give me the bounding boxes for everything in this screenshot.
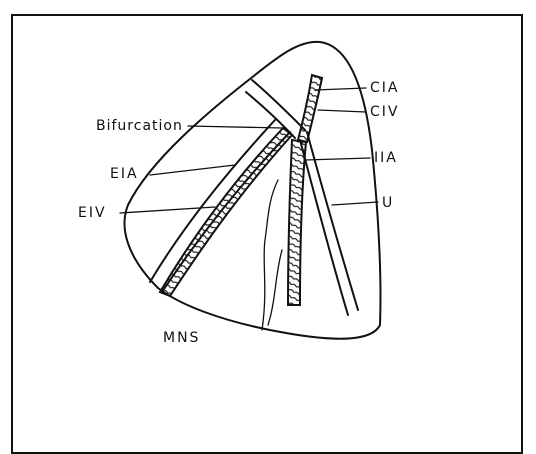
branch-1 <box>262 180 278 330</box>
label-eia: EIA <box>110 166 139 182</box>
label-cia: CIA <box>370 80 399 96</box>
civ-vein <box>298 75 322 142</box>
leader-eia <box>150 165 235 175</box>
pelvic-sidewall-diagram: CIA CIV Bifurcation IIA EIA U EIV MNS <box>0 0 536 437</box>
iia-vessel <box>288 140 306 305</box>
label-bifurcation: Bifurcation <box>96 118 183 134</box>
ureter-line-2 <box>300 140 348 315</box>
eiv-vein <box>160 128 292 296</box>
eia-outer-line <box>150 120 275 282</box>
leader-u <box>332 202 378 205</box>
leader-eiv <box>120 207 215 213</box>
label-iia: IIA <box>374 150 398 166</box>
label-civ: CIV <box>370 104 399 120</box>
label-mns: MNS <box>163 330 200 346</box>
label-u: U <box>382 195 394 211</box>
label-eiv: EIV <box>78 205 107 221</box>
leader-civ <box>318 110 366 112</box>
branch-2 <box>268 250 282 325</box>
leader-cia <box>315 88 366 90</box>
